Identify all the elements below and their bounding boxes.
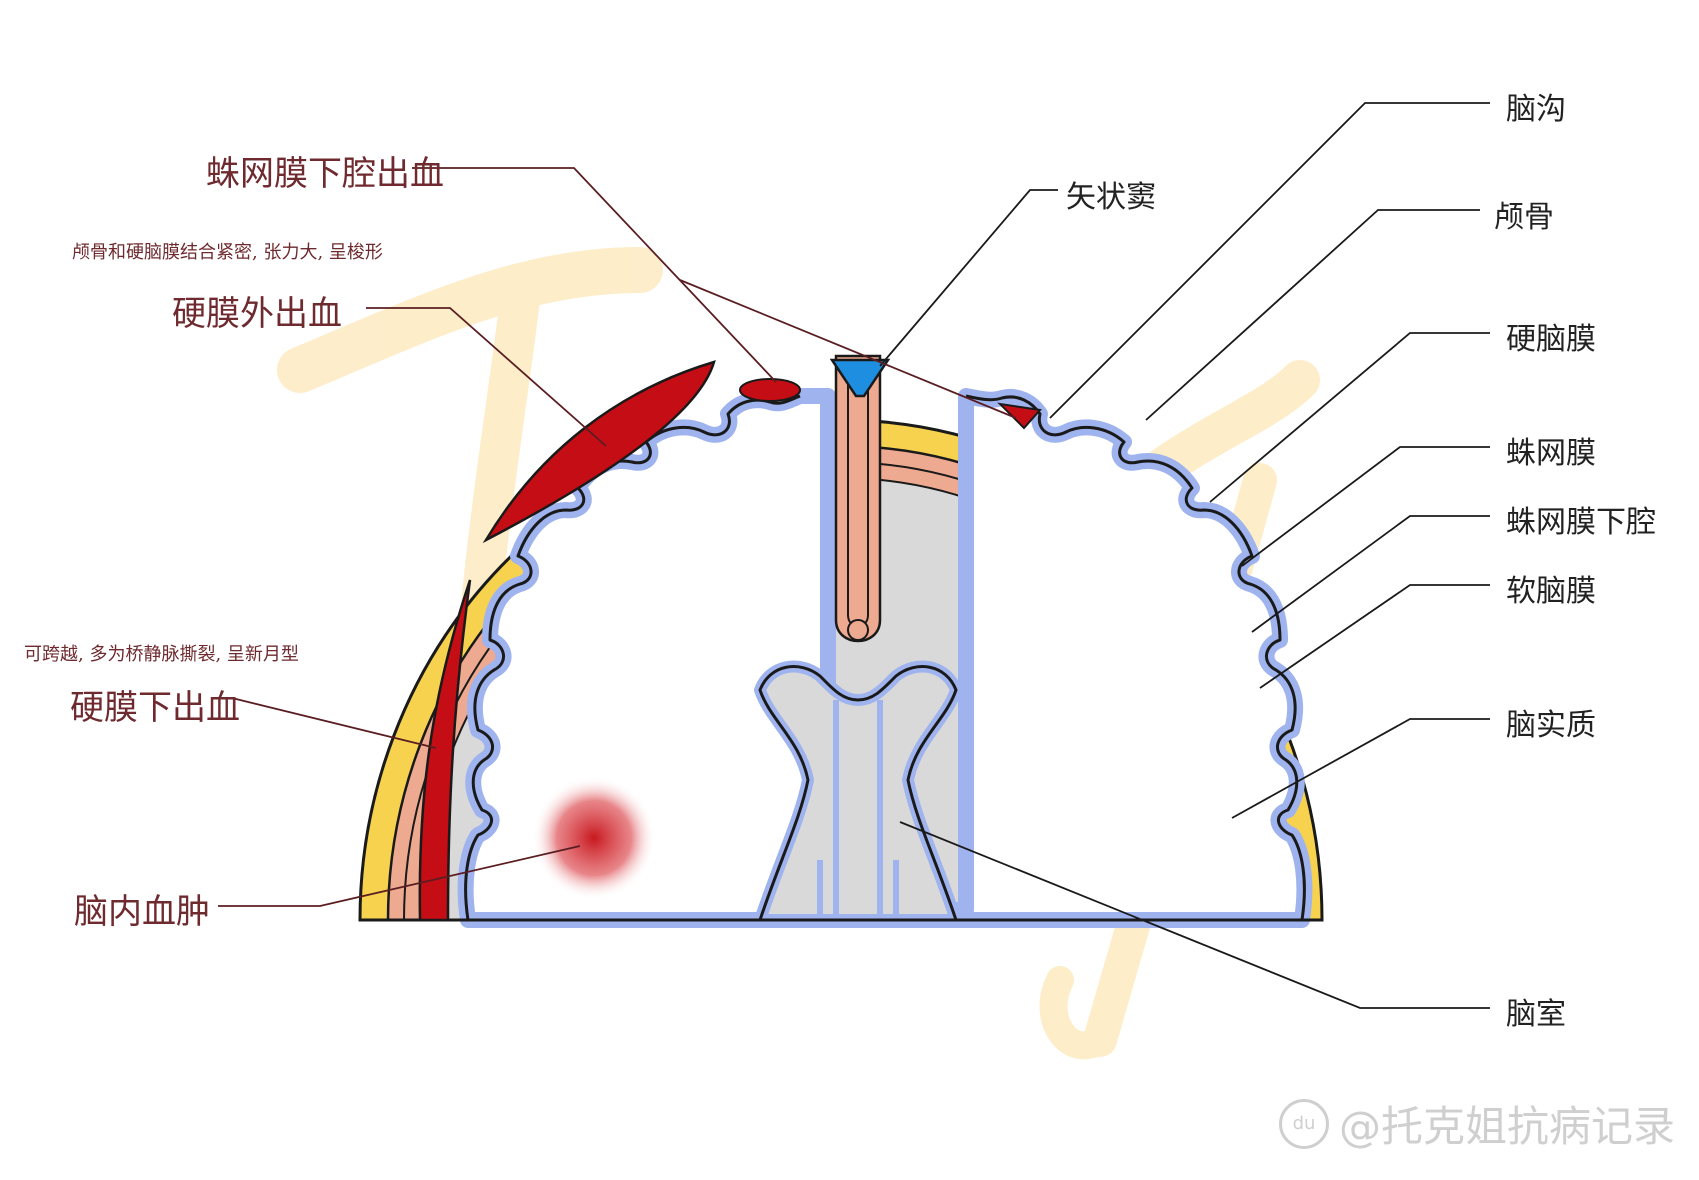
label-dura: 硬脑膜 [1506,322,1596,357]
subdural-hematoma [418,579,472,922]
falx-tip [847,619,869,641]
falx-cerebri [834,354,882,643]
label-epidural-hemorrhage: 硬膜外出血 [172,294,342,334]
paw-logo-icon: du [1278,1098,1329,1149]
ventricle-outline [758,665,958,921]
label-ventricle: 脑室 [1506,997,1566,1032]
label-subarachnoid: 蛛网膜下腔 [1506,505,1656,540]
note-subdural: 可跨越, 多为桥静脉撕裂, 呈新月型 [24,644,299,665]
intracerebral-hematoma [532,776,656,900]
ventricle-inner-lines [817,700,899,920]
label-subdural-hemorrhage: 硬膜下出血 [70,688,240,728]
leader-lines-right [879,102,1490,1009]
watermark: du @托克姐抗病记录 [1278,1093,1675,1154]
pia-outline [464,394,1306,921]
leader-lines-left [218,167,1017,907]
label-skull: 颅骨 [1494,200,1554,235]
note-epidural: 颅骨和硬脑膜结合紧密, 张力大, 呈梭形 [72,242,383,263]
watermark-text: @托克姐抗病记录 [1338,1102,1675,1151]
label-subarachnoid-hemorrhage: 蛛网膜下腔出血 [206,154,444,194]
sagittal-sinus [829,358,891,398]
label-intracerebral-hematoma: 脑内血肿 [74,892,210,932]
label-sulcus: 脑沟 [1506,92,1566,127]
epidural-hematoma [482,360,716,544]
label-parenchyma: 脑实质 [1506,708,1596,743]
label-sagittal-sinus: 矢状窦 [1066,180,1156,215]
label-pia: 软脑膜 [1506,574,1596,609]
label-arachnoid: 蛛网膜 [1506,436,1596,471]
subarachnoid-hemorrhage-left [739,378,801,402]
